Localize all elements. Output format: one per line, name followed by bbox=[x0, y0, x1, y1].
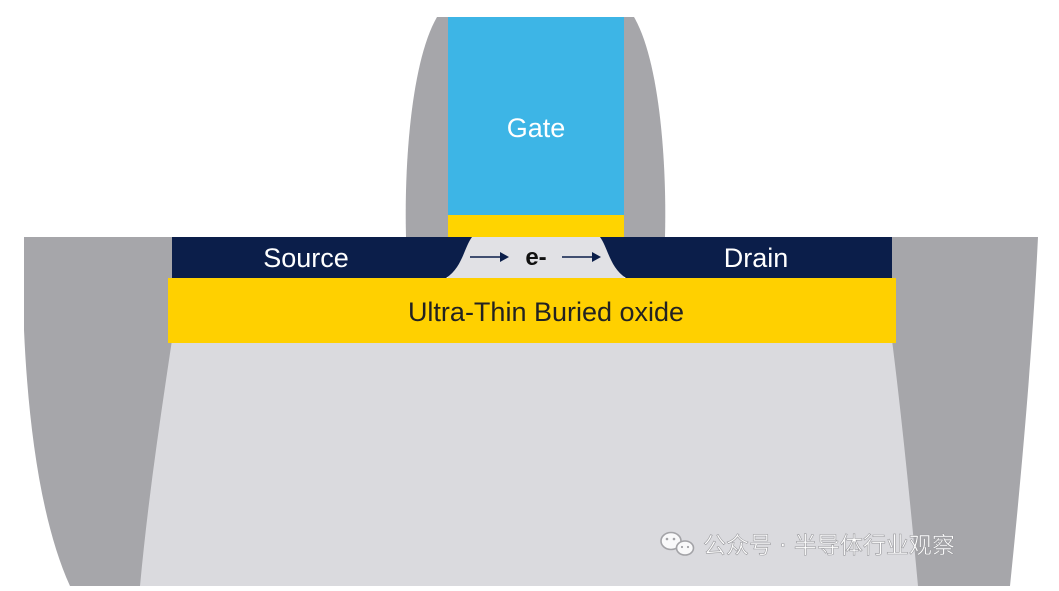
drain-label: Drain bbox=[724, 243, 789, 273]
electron-flow-arrow-right bbox=[562, 252, 601, 262]
gate-label: Gate bbox=[507, 113, 566, 143]
drain-region bbox=[600, 237, 892, 278]
substrate bbox=[140, 340, 920, 586]
watermark-text: 公众号 · 半导体行业观察 bbox=[703, 533, 955, 559]
gate-electrode bbox=[448, 17, 624, 215]
source-region bbox=[172, 237, 472, 278]
right-gate-spacer bbox=[623, 17, 666, 237]
wechat-icon bbox=[660, 531, 695, 556]
buried-oxide-label: Ultra-Thin Buried oxide bbox=[408, 297, 684, 327]
electron-flow-arrow-left bbox=[470, 252, 509, 262]
left-isolation-trench bbox=[24, 237, 172, 586]
left-gate-spacer bbox=[405, 17, 448, 237]
source-label: Source bbox=[263, 243, 349, 273]
buried-oxide-layer bbox=[168, 278, 896, 343]
right-isolation-trench bbox=[892, 237, 1038, 586]
channel-electron-label: e- bbox=[525, 244, 546, 271]
gate-oxide bbox=[448, 215, 624, 237]
